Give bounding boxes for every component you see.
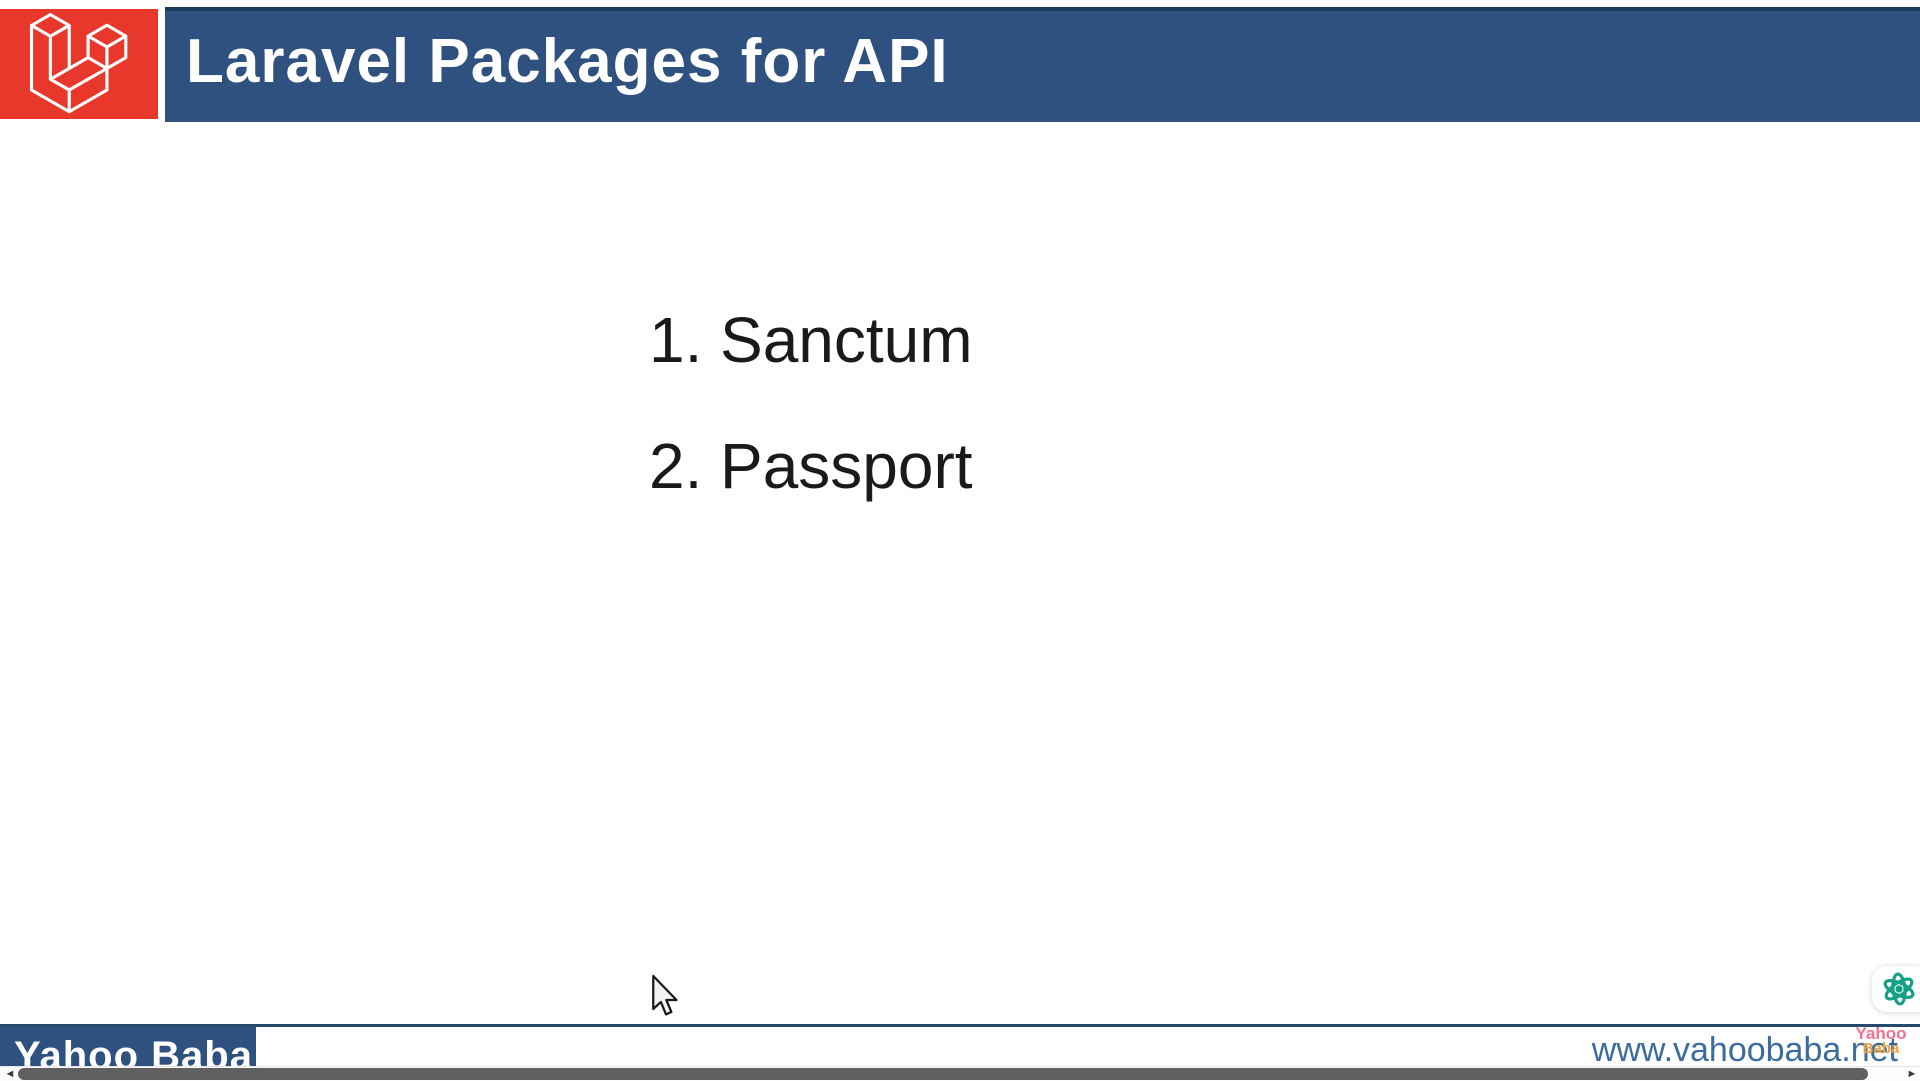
list-item-number: 2. [649,430,703,502]
watermark-line1: Yahoo [1855,1024,1907,1043]
watermark-line2: Baba [1862,1040,1900,1057]
laravel-logo-icon [29,13,128,114]
scroll-left-button[interactable]: ◄ [4,1068,16,1080]
brand-box: Yahoo Baba [0,1027,256,1066]
scrollbar-thumb[interactable] [18,1068,1868,1080]
list-item-number: 1. [649,304,703,376]
channel-watermark: Yahoo Baba [1854,1024,1908,1057]
list-item-passport: 2. Passport [649,434,973,498]
list-item-sanctum: 1. Sanctum [649,308,973,372]
brand-name: Yahoo Baba [14,1034,253,1066]
list-item-label: Sanctum [720,304,973,376]
horizontal-scrollbar[interactable]: ◄ ► [0,1066,1920,1081]
scroll-right-button[interactable]: ► [1906,1068,1918,1080]
slide-numbered-list: 1. Sanctum 2. Passport [649,308,973,498]
page-title: Laravel Packages for API [186,27,949,96]
laravel-logo-box [0,9,158,119]
atom-badge-button[interactable] [1872,966,1920,1012]
list-item-label: Passport [720,430,973,502]
website-url: www.vahoobaba.net [1591,1031,1898,1069]
footer-divider-line [0,1024,1920,1027]
atom-icon [1883,972,1915,1006]
title-bar: Laravel Packages for API [165,7,1920,122]
arrow-cursor-icon [652,974,678,1016]
